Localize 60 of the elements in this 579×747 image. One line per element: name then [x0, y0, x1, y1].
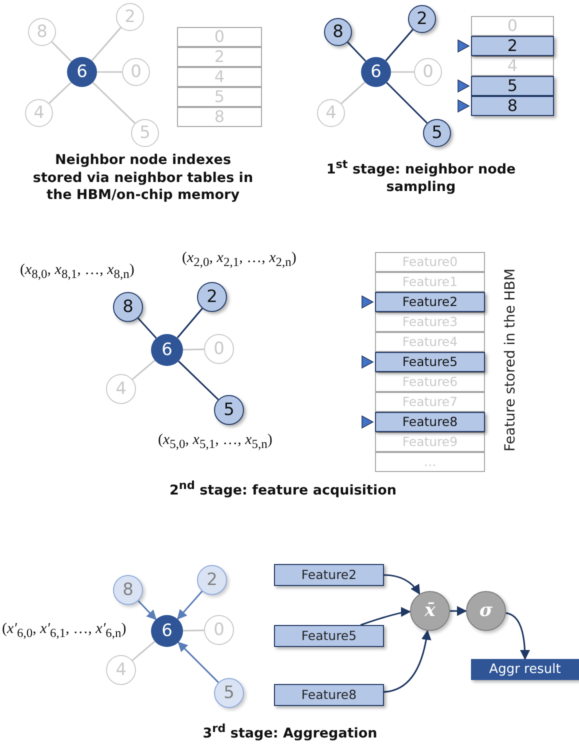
arrow: [384, 574, 420, 595]
connector-line: [51, 41, 72, 62]
sampled-node-circle: 2: [197, 282, 227, 312]
arrow: [138, 600, 157, 620]
connector-line: [91, 27, 122, 62]
selected-table-row: 2: [471, 36, 554, 56]
arrow: [506, 612, 530, 660]
feature-box: Feature5: [274, 625, 384, 647]
center-node-circle: 6: [151, 615, 183, 647]
center-node-circle: 6: [151, 334, 183, 366]
connector-line: [182, 348, 204, 350]
connector-line: [340, 82, 366, 104]
neighbor-node-circle: 8: [113, 575, 143, 605]
connector-line: [178, 360, 219, 400]
arrow: [450, 606, 467, 616]
connector-line: [176, 308, 203, 338]
arrow: [178, 642, 219, 683]
connector-line: [347, 42, 366, 62]
selected-table-row: 8: [471, 96, 554, 116]
center-node-circle: 6: [67, 57, 97, 87]
stage-caption: 3$^{rd}$ stage: Aggregation: [202, 722, 378, 744]
sampled-node-circle: 8: [324, 18, 352, 46]
sampled-node-circle: 5: [423, 119, 451, 147]
vertical-label: Feature stored in the HBM: [502, 268, 518, 452]
sampled-node-circle: 2: [408, 5, 436, 33]
arrow: [384, 630, 432, 693]
feature-box: Feature8: [274, 684, 384, 706]
arrow: [176, 590, 203, 620]
connector-line: [97, 71, 122, 73]
center-node-circle: 6: [361, 57, 391, 87]
selected-table-row: 5: [471, 76, 554, 96]
selected-table-row: Feature8: [375, 412, 485, 432]
operator-circle: x̄: [410, 591, 450, 631]
neighbor-node-circle: 5: [214, 678, 244, 708]
neighbor-node-circle: 2: [197, 565, 227, 595]
arrow: [360, 607, 411, 626]
connector-line: [132, 640, 156, 661]
operator-circle: σ: [466, 591, 506, 631]
feature-vector-label: (x′$_{6,0}$, x′$_{6,1}$, …, x′$_{6,n}$): [2, 621, 126, 641]
connector-line: [386, 82, 428, 124]
selected-table-row: Feature2: [375, 292, 485, 312]
connector-line: [385, 29, 414, 62]
connector-line: [182, 630, 204, 632]
feature-vector-label: (x$_{2,0}$, x$_{2,1}$, …, x$_{2,n}$): [182, 250, 296, 270]
connector-line: [132, 360, 156, 380]
selected-table-row: Feature5: [375, 352, 485, 372]
feature-vector-label: (x$_{5,0}$, x$_{5,1}$, …, x$_{5,n}$): [158, 432, 272, 452]
stage-caption: Neighbor node indexes stored via neighbor tables in the HBM/on-chip memory: [32, 152, 254, 205]
connector-line: [48, 82, 72, 104]
connector-line: [137, 318, 157, 339]
stage-caption: 1$^{st}$ stage: neighbor node sampling: [325, 158, 517, 197]
result-box: Aggr result: [471, 659, 579, 680]
connector-line: [391, 71, 414, 73]
sampled-node-circle: 8: [113, 292, 143, 322]
table-row: …: [375, 452, 485, 472]
connector-line: [92, 82, 136, 124]
feature-vector-label: (x$_{8,0}$, x$_{8,1}$, …, x$_{8,n}$): [20, 262, 134, 282]
sampled-node-circle: 5: [214, 395, 244, 425]
stage-caption: 2$^{nd}$ stage: feature acquisition: [168, 479, 398, 500]
feature-box: Feature2: [274, 564, 384, 586]
